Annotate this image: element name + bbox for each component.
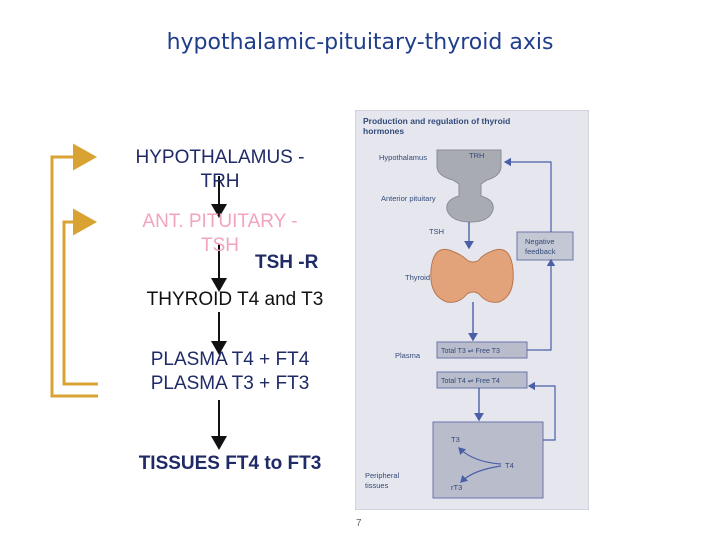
ant-pituitary-line-1: ANT. PITUITARY - [142, 211, 298, 232]
fig-trh: TRH [469, 151, 484, 160]
thyroid-gland-shape [430, 248, 514, 303]
tissues-label: TISSUES FT4 to FT3 [138, 453, 322, 474]
plasma-line-2: PLASMA T3 + FT3 [150, 373, 310, 394]
fig-return-arrow [527, 381, 556, 441]
figure-heading-2: hormones [363, 126, 404, 136]
fig-t4: T4 [505, 461, 514, 470]
t4-to-t3-arrow [458, 447, 502, 465]
feedback-bracket-inner [62, 208, 98, 386]
plasma-line-1: PLASMA T4 + FT4 [150, 349, 310, 370]
fig-feedback: feedback [525, 247, 556, 256]
fig-t3: T3 [451, 435, 460, 444]
fig-thyroid: Thyroid [405, 273, 430, 282]
pituitary-shape [436, 149, 502, 223]
fig-tissues: tissues [365, 481, 389, 490]
fig-negative: Negative [525, 237, 555, 246]
peripheral-tissues-box [432, 421, 544, 499]
page-title: hypothalamic-pituitary-thyroid axis [166, 30, 554, 55]
hypothalamus-line-1: HYPOTHALAMUS - [135, 147, 305, 168]
thyroid-label: THYROID T4 and T3 [146, 289, 324, 310]
fig-total-t3: Total T3 ⇌ Free T3 [441, 348, 500, 355]
tsh-receptor-label: TSH -R [255, 252, 319, 273]
fig-tsh: TSH [429, 227, 444, 236]
figure-heading-1: Production and regulation of thyroid [363, 116, 510, 126]
fig-rt3: rT3 [451, 483, 462, 492]
fig-hypothalamus: Hypothalamus [379, 153, 427, 162]
negative-feedback-box [516, 231, 574, 261]
fig-plasma: Plasma [395, 351, 421, 360]
fig-feedback-arrow-1 [543, 258, 556, 351]
fig-peripheral: Peripheral [365, 471, 400, 480]
fig-anterior-pituitary: Anterior pituitary [381, 194, 436, 203]
page-number: 7 [356, 518, 362, 529]
fig-feedback-arrow-2 [503, 157, 552, 232]
thyroid-regulation-figure: Production and regulation of thyroid hor… [355, 110, 589, 510]
fig-total-t4: Total T4 ⇌ Free T4 [441, 378, 500, 385]
ant-pituitary-label: ANT. PITUITARY - TSH [100, 210, 340, 258]
hypothalamus-line-2: TRH [200, 171, 240, 192]
plasma-label: PLASMA T4 + FT4 PLASMA T3 + FT3 [110, 348, 350, 396]
hypothalamus-label: HYPOTHALAMUS - TRH [100, 146, 340, 194]
feedback-bracket-outer [50, 143, 98, 398]
total-t4-box [436, 371, 528, 389]
ant-pituitary-line-2: TSH [201, 235, 239, 256]
t4-to-rt3-arrow [460, 465, 502, 483]
